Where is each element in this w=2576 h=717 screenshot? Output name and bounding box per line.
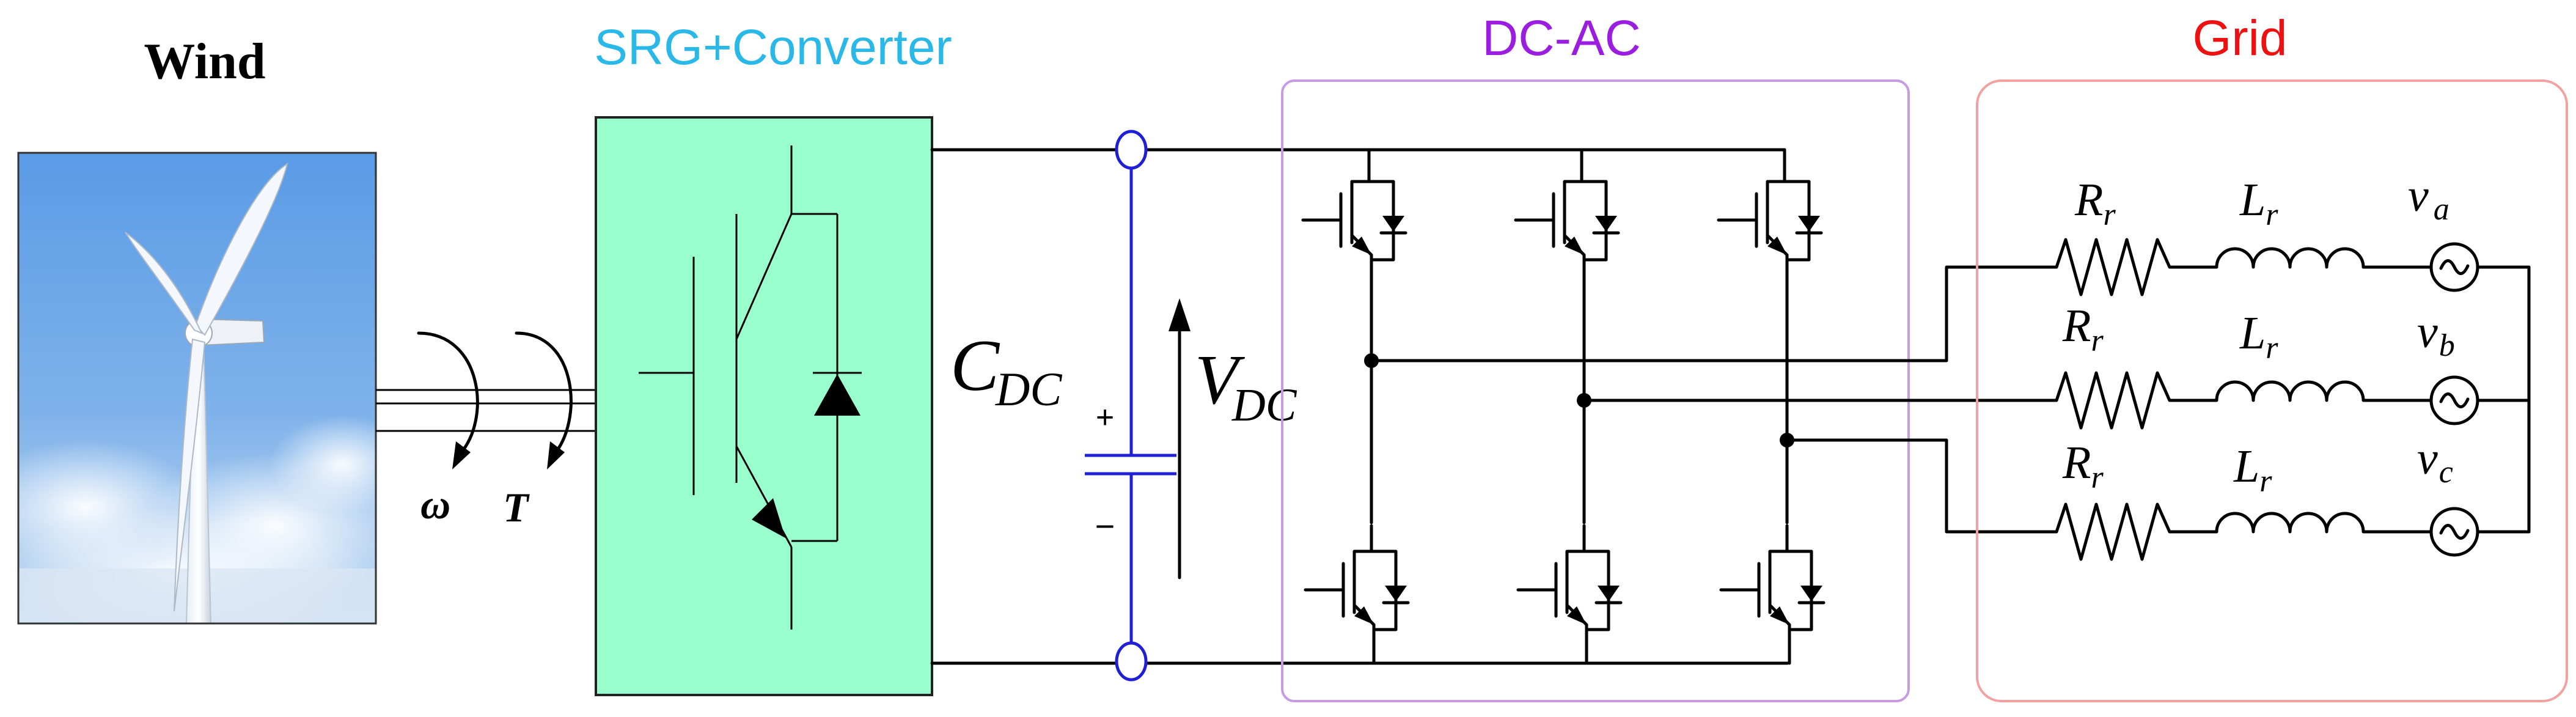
ac-source-c <box>2431 509 2478 555</box>
phase-c-labels: Rr Lr vc <box>2062 433 2453 499</box>
grid-title: Grid <box>2193 10 2288 66</box>
svg-text:Lr: Lr <box>2239 307 2278 366</box>
resistor-b <box>2041 373 2179 428</box>
torque-label: T <box>503 484 530 531</box>
v-c-sub: c <box>2439 455 2453 490</box>
grid-phase-a <box>2041 240 2531 295</box>
svg-text:Rr: Rr <box>2062 437 2104 495</box>
inverter-leg-b <box>1516 148 1621 665</box>
torque-rotation-arrow <box>515 331 573 469</box>
igbt-upper-c <box>1719 156 1821 278</box>
svg-text:Lr: Lr <box>2233 441 2272 499</box>
omega-label: ω <box>420 481 450 528</box>
dc-ac-title: DC-AC <box>1482 10 1641 66</box>
svg-text:Rr: Rr <box>2062 300 2104 358</box>
v-a-main: v <box>2408 170 2429 221</box>
igbt-upper-b <box>1516 156 1618 278</box>
r-a-main: R <box>2074 174 2103 226</box>
vdc-label: VDC <box>1195 341 1297 431</box>
dc-ac-box <box>1281 79 1910 702</box>
ac-source-b <box>2431 377 2478 424</box>
inductor-c <box>2207 513 2372 532</box>
l-a-sub: r <box>2266 197 2278 232</box>
mechanical-shaft <box>376 389 596 432</box>
phase-a-wire <box>1364 265 2043 368</box>
r-b-main: R <box>2062 300 2091 351</box>
cdc-sub: DC <box>995 362 1062 416</box>
vdc-sub: DC <box>1231 380 1297 431</box>
dc-link-top-terminal <box>1115 130 1148 170</box>
inverter-leg-c <box>1719 148 1824 665</box>
grid-box <box>1976 79 2568 702</box>
v-c-main: v <box>2417 433 2438 484</box>
srg-converter-block <box>595 116 933 696</box>
phase-c-wire <box>1780 433 2043 534</box>
igbt-lower-a <box>1305 526 1408 648</box>
svg-text:Lr: Lr <box>2239 174 2278 232</box>
r-c-main: R <box>2062 437 2091 488</box>
vdc-main: V <box>1195 341 1246 419</box>
v-b-main: v <box>2417 306 2438 358</box>
svg-text:vc: vc <box>2417 433 2453 490</box>
igbt-upper-a <box>1303 156 1406 278</box>
l-b-main: L <box>2239 307 2266 359</box>
v-a-sub: a <box>2434 192 2449 227</box>
igbt-lower-b <box>1518 526 1621 648</box>
l-a-main: L <box>2239 174 2266 226</box>
dc-link-capacitor <box>1085 168 1176 643</box>
r-a-sub: r <box>2103 197 2116 232</box>
srg-converter-title: SRG+Converter <box>594 20 952 75</box>
svg-text:va: va <box>2408 170 2449 227</box>
phase-b-wire <box>1577 393 2043 408</box>
inverter-leg-a <box>1303 148 1408 665</box>
grid-phase-b <box>2041 373 2531 428</box>
capacitor-plus-sign: + <box>1096 400 1114 435</box>
ac-source-a <box>2431 244 2478 290</box>
vdc-voltage-arrow <box>1169 298 1191 579</box>
resistor-c <box>2041 504 2179 559</box>
wind-turbine-image <box>0 152 416 642</box>
v-b-sub: b <box>2439 328 2455 363</box>
cdc-label: CDC <box>950 325 1062 416</box>
wind-title: Wind <box>144 33 265 90</box>
svg-text:Rr: Rr <box>2074 174 2116 232</box>
capacitor-minus-sign: − <box>1095 507 1115 545</box>
phase-b-labels: Rr Lr vb <box>2062 300 2455 366</box>
dc-link-bottom-terminal <box>1115 641 1148 682</box>
inductor-b <box>2207 382 2372 400</box>
r-b-sub: r <box>2091 323 2104 358</box>
l-c-main: L <box>2233 441 2259 492</box>
r-c-sub: r <box>2091 460 2104 495</box>
cdc-main: C <box>950 325 1000 406</box>
resistor-a <box>2041 240 2179 295</box>
omega-rotation-arrow <box>417 331 479 469</box>
inductor-a <box>2207 249 2372 267</box>
l-c-sub: r <box>2259 464 2272 499</box>
svg-text:vb: vb <box>2417 306 2455 363</box>
grid-phase-c <box>2041 504 2531 559</box>
igbt-lower-c <box>1721 526 1824 648</box>
l-b-sub: r <box>2266 331 2278 366</box>
